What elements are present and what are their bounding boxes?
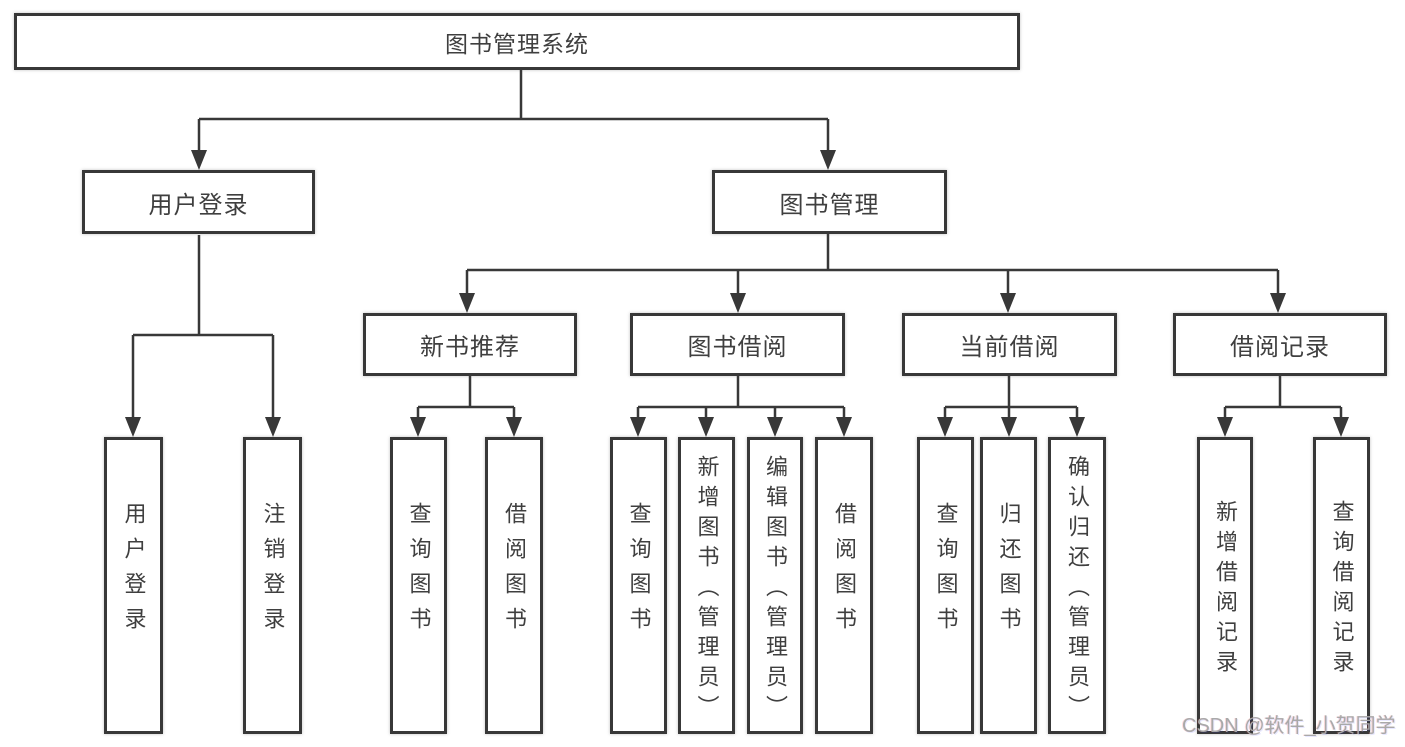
node-book-management: 图书管理 xyxy=(712,170,947,234)
arrow-down-icon xyxy=(1270,293,1286,313)
connector-curborrow-to-leaves xyxy=(943,376,1079,419)
node-label: 编辑图书（管理员） xyxy=(763,454,788,725)
leaf-borrow-query-book: 查询图书 xyxy=(610,437,667,734)
arrow-down-icon xyxy=(767,417,783,437)
leaf-borrow-borrow-book: 借阅图书 xyxy=(815,437,873,734)
arrow-down-icon xyxy=(630,417,646,437)
node-label: 查询图书 xyxy=(626,501,652,642)
node-new-book-recommend: 新书推荐 xyxy=(363,313,577,376)
leaf-query-borrow-record: 查询借阅记录 xyxy=(1313,437,1370,734)
arrow-down-icon xyxy=(459,293,475,313)
arrow-down-icon xyxy=(265,417,281,437)
arrow-down-icon xyxy=(1069,417,1085,437)
leaf-return-book: 归还图书 xyxy=(980,437,1037,734)
leaf-confirm-return-admin: 确认归还（管理员） xyxy=(1048,437,1106,734)
arrow-down-icon xyxy=(698,417,714,437)
node-label: 新增借阅记录 xyxy=(1213,499,1238,680)
node-label: 新增图书（管理员） xyxy=(694,454,720,725)
node-label: 图书管理 xyxy=(779,191,880,219)
arrow-down-icon xyxy=(836,417,852,437)
node-label: 图书管理系统 xyxy=(445,30,589,57)
arrow-down-icon xyxy=(1333,417,1349,437)
node-label: 查询借阅记录 xyxy=(1329,499,1355,680)
connector-root-to-level2 xyxy=(197,70,830,152)
arrow-down-icon xyxy=(820,150,836,170)
connector-bookmgmt-to-level3 xyxy=(465,233,1280,295)
node-borrow-records: 借阅记录 xyxy=(1173,313,1387,376)
arrow-down-icon xyxy=(1000,293,1016,313)
node-label: 注销登录 xyxy=(260,501,286,642)
arrow-down-icon xyxy=(191,150,207,170)
node-user-login: 用户登录 xyxy=(82,170,315,234)
arrow-down-icon xyxy=(730,293,746,313)
connector-userlogin-to-leaves xyxy=(131,235,275,419)
leaf-current-query-book: 查询图书 xyxy=(917,437,974,734)
connector-borrowrec-to-leaves xyxy=(1223,376,1343,419)
csdn-watermark: CSDN @软件_小贺同学 xyxy=(1182,715,1396,737)
leaf-recommend-query-book: 查询图书 xyxy=(390,437,447,734)
node-current-borrow: 当前借阅 xyxy=(902,313,1117,376)
node-label: 确认归还（管理员） xyxy=(1065,454,1090,725)
node-label: 查询图书 xyxy=(933,501,959,642)
arrow-down-icon xyxy=(937,417,953,437)
arrowheads xyxy=(125,150,1349,437)
node-label: 借阅记录 xyxy=(1230,334,1330,361)
connector-bookborrow-to-leaves xyxy=(636,376,846,419)
leaf-add-borrow-record: 新增借阅记录 xyxy=(1197,437,1253,734)
leaf-edit-book-admin: 编辑图书（管理员） xyxy=(747,437,803,734)
node-label: 借阅图书 xyxy=(502,501,527,642)
leaf-user-login: 用户登录 xyxy=(104,437,163,734)
connector-newrec-to-leaves xyxy=(416,376,516,419)
node-label: 用户登录 xyxy=(148,191,249,219)
node-root-system: 图书管理系统 xyxy=(14,13,1020,70)
arrow-down-icon xyxy=(506,417,522,437)
node-label: 新书推荐 xyxy=(420,334,520,361)
node-label: 图书借阅 xyxy=(687,334,788,361)
node-label: 归还图书 xyxy=(996,501,1022,642)
leaf-logout: 注销登录 xyxy=(243,437,302,734)
arrow-down-icon xyxy=(410,417,426,437)
node-label: 查询图书 xyxy=(406,501,432,642)
node-label: 用户登录 xyxy=(121,501,147,642)
node-label: 当前借阅 xyxy=(959,334,1060,361)
arrow-down-icon xyxy=(1217,417,1233,437)
node-label: 借阅图书 xyxy=(832,501,857,642)
leaf-add-book-admin: 新增图书（管理员） xyxy=(678,437,735,734)
arrow-down-icon xyxy=(125,417,141,437)
arrow-down-icon xyxy=(1001,417,1017,437)
leaf-recommend-borrow-book: 借阅图书 xyxy=(485,437,543,734)
node-book-borrow: 图书借阅 xyxy=(630,313,845,376)
